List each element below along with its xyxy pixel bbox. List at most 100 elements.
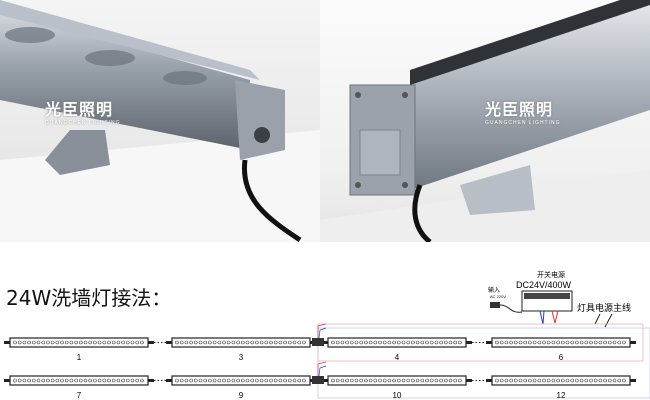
lamp-bar: 10	[322, 375, 486, 400]
led-dot	[453, 378, 458, 383]
led-dot	[198, 340, 203, 345]
led-dot	[107, 378, 111, 383]
led-dot	[179, 378, 184, 383]
led-dot	[107, 340, 111, 345]
led-dot	[392, 340, 396, 345]
led-dot	[27, 378, 31, 383]
led-dot	[420, 378, 425, 383]
led-dot	[102, 340, 107, 345]
led-dot	[354, 378, 359, 383]
led-dot	[495, 340, 499, 345]
lamp-number: 6	[559, 353, 564, 362]
led-dot	[448, 378, 453, 383]
lamp-bar: 4	[322, 337, 486, 362]
led-dot	[364, 378, 368, 383]
led-dot	[518, 378, 523, 383]
led-dot	[36, 340, 41, 345]
led-dot	[217, 340, 222, 345]
led-dot	[411, 340, 415, 345]
lamp-number: 10	[393, 391, 402, 400]
led-dot	[448, 340, 453, 345]
led-dot	[245, 378, 250, 383]
led-dot	[278, 340, 283, 345]
led-dot	[565, 340, 570, 345]
led-dot	[401, 340, 406, 345]
led-dot	[236, 378, 240, 383]
led-dot	[278, 378, 283, 383]
led-dot	[208, 340, 212, 345]
led-dot	[189, 340, 193, 345]
led-dot	[598, 340, 603, 345]
led-dot	[439, 378, 443, 383]
led-dot	[302, 340, 306, 345]
led-dot	[245, 340, 250, 345]
led-dot	[250, 340, 254, 345]
led-dot	[570, 340, 575, 345]
led-dot	[121, 378, 125, 383]
positive-wire	[317, 361, 327, 376]
led-dot	[60, 340, 64, 345]
led-dot	[287, 378, 292, 383]
led-dot	[396, 340, 401, 345]
led-dot	[102, 378, 107, 383]
lamp-connector	[4, 341, 10, 344]
led-dot	[551, 340, 556, 345]
led-dot	[340, 378, 345, 383]
led-dot	[373, 340, 378, 345]
led-dot	[373, 378, 378, 383]
led-dot	[116, 378, 121, 383]
led-dot	[198, 378, 203, 383]
lamp-connector	[148, 379, 154, 382]
lamp-connector	[322, 341, 328, 344]
led-dot	[579, 340, 584, 345]
led-dot	[429, 378, 434, 383]
led-dot	[598, 378, 603, 383]
led-dot	[589, 340, 593, 345]
led-dot	[241, 378, 245, 383]
led-dot	[226, 378, 231, 383]
led-dot	[523, 378, 528, 383]
led-dot	[607, 378, 612, 383]
led-dot	[41, 340, 46, 345]
led-dot	[287, 340, 292, 345]
led-dot	[41, 378, 46, 383]
led-dot	[532, 378, 537, 383]
negative-wire	[318, 327, 327, 339]
led-dot	[297, 340, 302, 345]
led-dot	[528, 378, 532, 383]
lamp-connector	[148, 341, 154, 344]
led-dot	[593, 340, 598, 345]
led-dot	[579, 378, 584, 383]
led-dot	[617, 378, 622, 383]
led-dot	[411, 378, 415, 383]
led-dot	[302, 378, 306, 383]
led-dot	[126, 378, 130, 383]
led-dot	[255, 340, 259, 345]
led-dot	[425, 378, 429, 383]
led-dot	[175, 378, 179, 383]
led-dot	[458, 378, 462, 383]
led-dot	[434, 340, 439, 345]
lamp-bar: 1	[4, 337, 166, 362]
lamp-connector	[466, 341, 472, 344]
led-dot	[135, 340, 139, 345]
led-dot	[241, 340, 245, 345]
lamp-connector	[486, 379, 492, 382]
led-dot	[222, 340, 226, 345]
led-dot	[443, 340, 448, 345]
led-dot	[88, 340, 92, 345]
led-dot	[546, 340, 551, 345]
led-dot	[425, 340, 429, 345]
led-dot	[584, 340, 589, 345]
led-dot	[509, 340, 513, 345]
led-dot	[382, 378, 387, 383]
led-dot	[250, 378, 254, 383]
led-dot	[345, 340, 349, 345]
led-dot	[593, 378, 598, 383]
led-dot	[264, 340, 269, 345]
led-dot	[74, 378, 78, 383]
lamp-number: 12	[557, 391, 566, 400]
